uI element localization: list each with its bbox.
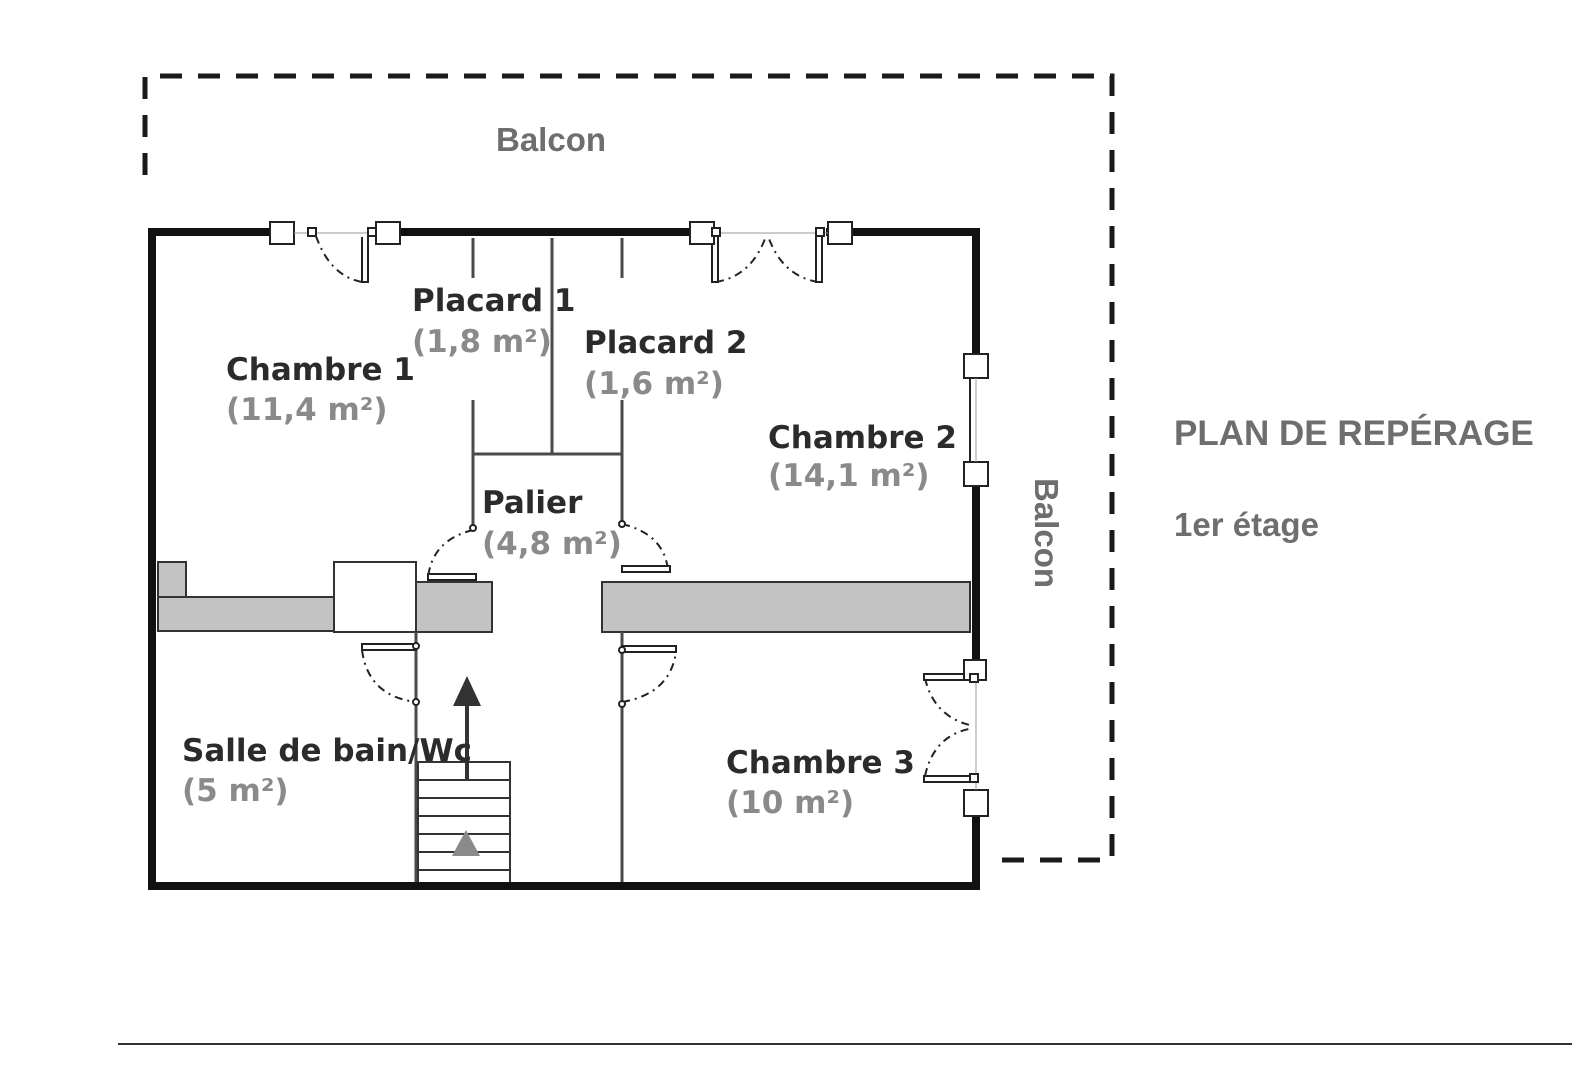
balcony-right-label: Balcon: [1028, 478, 1065, 588]
staircase: [417, 761, 511, 885]
room-placard2-name: Placard 2: [584, 325, 747, 361]
room-palier-name: Palier: [482, 485, 583, 521]
hinge-dots: [412, 520, 626, 708]
balcony-top-label: Balcon: [496, 121, 606, 158]
grey-wall-blocks: [157, 561, 971, 633]
door-swings: [315, 235, 975, 777]
floor-label: 1er étage: [1174, 506, 1319, 543]
bathroom-niche: [333, 561, 417, 633]
room-chambre2-name: Chambre 2: [768, 420, 957, 456]
room-chambre1-area: (11,4 m²): [226, 392, 388, 428]
room-placard2-area: (1,6 m²): [584, 366, 724, 402]
stair-direction-arrow-icon: [453, 676, 481, 780]
plan-title: PLAN DE REPÉRAGE: [1174, 414, 1534, 453]
window-hinge-squares: [307, 227, 979, 783]
room-chambre1-name: Chambre 1: [226, 352, 415, 388]
room-palier-area: (4,8 m²): [482, 526, 622, 562]
stair-up-arrow-icon: [452, 830, 480, 856]
room-salle-de-bain-area: (5 m²): [182, 773, 289, 809]
exterior-walls: [148, 228, 980, 890]
balcony-outline: [142, 73, 1115, 863]
wall-openings: [294, 227, 981, 790]
room-chambre2-area: (14,1 m²): [768, 458, 930, 494]
partitions: [414, 238, 624, 886]
room-chambre3-name: Chambre 3: [726, 745, 915, 781]
room-chambre3-area: (10 m²): [726, 785, 854, 821]
room-placard1-name: Placard 1: [412, 283, 575, 319]
room-salle-de-bain-name: Salle de bain/Wc: [182, 733, 472, 769]
room-placard1-area: (1,8 m²): [412, 324, 552, 360]
window-frames: [269, 221, 989, 817]
